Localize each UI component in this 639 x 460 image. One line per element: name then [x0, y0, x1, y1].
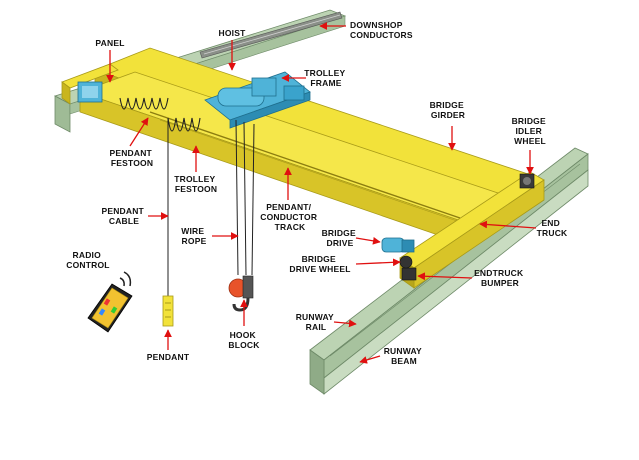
downshop-conductor-bar: [199, 11, 343, 59]
pendant-station: [162, 295, 174, 327]
label-radio-control: RADIO CONTROL: [66, 250, 109, 270]
pendant-festoon: [119, 97, 169, 110]
pendant-conductor-track: [149, 111, 461, 219]
label-bridge-idler-wheel: BRIDGE IDLER WHEEL: [512, 116, 549, 146]
arrow-pendant-festoon: [129, 117, 149, 147]
bridge-drive-wheel: [399, 255, 413, 269]
labels: DOWNSHOP CONDUCTORS HOIST PANEL TROLLEY …: [66, 20, 568, 366]
label-bridge-drive-wheel: BRIDGE DRIVE WHEEL: [289, 254, 350, 274]
label-end-truck: END TRUCK: [537, 218, 568, 238]
label-runway-rail: RUNWAY RAIL: [296, 312, 337, 332]
trolley-festoon: [167, 117, 201, 132]
label-trolley-festoon: TROLLEY FESTOON: [174, 174, 217, 194]
endtruck-bumper: [401, 267, 417, 281]
hoist-unit: [217, 77, 305, 107]
radio-control-unit: [87, 271, 133, 333]
arrow-runway-rail: [333, 319, 357, 328]
label-runway-beam: RUNWAY BEAM: [384, 346, 425, 366]
label-panel: PANEL: [95, 38, 124, 48]
far-end-truck: [61, 63, 119, 105]
label-endtruck-bumper: ENDTRUCK BUMPER: [474, 268, 526, 288]
label-pendant-conductor-track: PENDANT/ CONDUCTOR TRACK: [260, 202, 319, 232]
arrow-bridge-drive: [355, 236, 381, 245]
label-bridge-drive: BRIDGE DRIVE: [322, 228, 359, 248]
label-pendant-festoon: PENDANT FESTOON: [109, 148, 154, 168]
arrow-endtruck-bumper: [417, 272, 473, 281]
label-hoist: HOIST: [219, 28, 247, 38]
arrow-bridge-drive-wheel: [355, 258, 401, 267]
control-panel: [77, 81, 103, 103]
arrow-end-truck: [479, 220, 537, 229]
label-pendant-cable: PENDANT CABLE: [101, 206, 146, 226]
bridge-idler-wheel: [519, 173, 535, 189]
callout-arrows: [106, 22, 537, 364]
label-trolley-frame: TROLLEY FRAME: [304, 68, 347, 88]
label-hook-block: HOOK BLOCK: [228, 330, 260, 350]
arrow-runway-beam: [359, 355, 381, 364]
label-wire-rope: WIRE ROPE: [181, 226, 207, 246]
hook-block: [228, 275, 254, 312]
wire-rope: [235, 119, 255, 276]
label-downshop-conductors: DOWNSHOP CONDUCTORS: [350, 20, 413, 40]
label-bridge-girder: BRIDGE GIRDER: [430, 100, 467, 120]
bridge-drive-motor: [381, 237, 415, 253]
label-pendant: PENDANT: [147, 352, 190, 362]
